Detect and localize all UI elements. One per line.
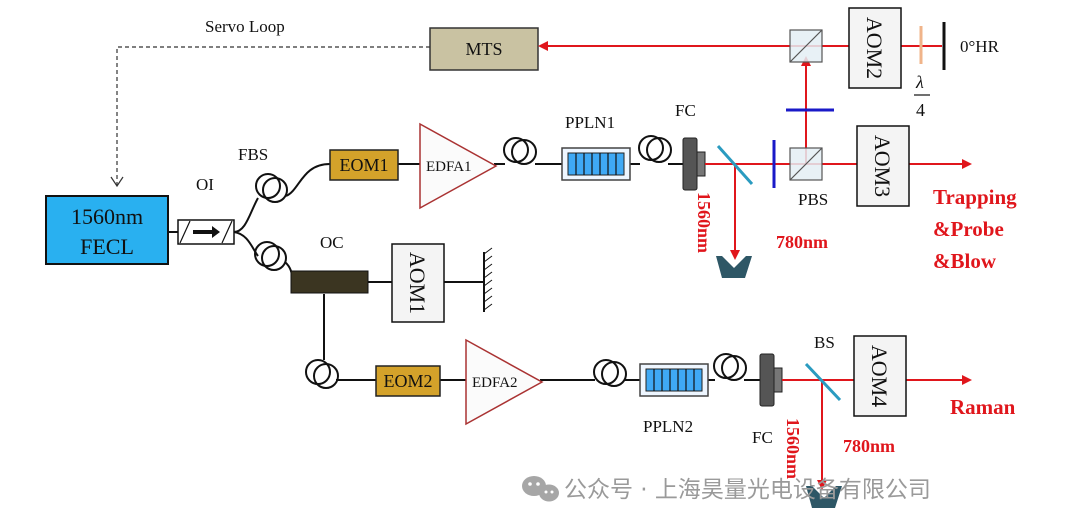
eom1-label: EOM1: [340, 155, 389, 175]
mts-label: MTS: [465, 39, 502, 59]
ppln1-label: PPLN1: [565, 113, 615, 132]
output-bottom-label: Raman: [950, 395, 1016, 419]
dichroic-mirror-bottom: [804, 362, 842, 402]
upper-pbs-cube: [789, 29, 823, 63]
edfa2-amplifier: EDFA2: [465, 338, 544, 426]
pbs-label: PBS: [798, 190, 828, 209]
wl-1560-bottom: 1560nm: [783, 418, 803, 479]
dichroic-mirror-top: [716, 144, 754, 186]
output-top-label-1: Trapping: [933, 185, 1017, 209]
watermark-text: 公众号 · 上海昊量光电设备有限公司: [564, 477, 931, 503]
wl-780-bottom: 780nm: [843, 436, 895, 456]
fc-top-label: FC: [675, 101, 696, 120]
ppln1-crystal: PPLN1: [561, 113, 631, 181]
ppln2-crystal: PPLN2: [639, 363, 709, 436]
optical-isolator: OI: [168, 175, 235, 245]
output-top-label-3: &Blow: [933, 249, 997, 273]
pbs-cube: PBS: [789, 147, 828, 209]
retro-mirror: [483, 247, 493, 312]
wechat-icon: [522, 476, 559, 502]
beam-dump-top-icon: [716, 256, 752, 278]
servo-loop: Servo Loop: [110, 17, 430, 188]
output-top-label-2: &Probe: [933, 217, 1004, 241]
hr-label: 0°HR: [960, 37, 1000, 56]
lambda-quarter-label: λ 4: [914, 72, 930, 120]
aom3-box: AOM3: [856, 125, 910, 207]
laser-source-box: 1560nm FECL: [45, 195, 169, 265]
watermark: 公众号 · 上海昊量光电设备有限公司: [522, 476, 931, 503]
optical-coupler: OC: [290, 233, 369, 294]
fbs-label: FBS: [238, 145, 268, 164]
eom2-box: EOM2: [375, 365, 441, 397]
laser-label-1: 1560nm: [71, 204, 143, 229]
aom4-label: AOM4: [867, 345, 892, 407]
fiber-coil-icon: [254, 135, 747, 389]
bs-label: BS: [814, 333, 835, 352]
aom2-box: AOM2: [848, 7, 902, 89]
aom1-label: AOM1: [405, 252, 430, 314]
edfa2-label: EDFA2: [472, 375, 518, 391]
servo-loop-label: Servo Loop: [205, 17, 285, 36]
lambda-numerator: λ: [915, 72, 924, 92]
isolator-arrow-icon: [193, 226, 220, 238]
lambda-denominator: 4: [916, 100, 925, 120]
ppln2-label: PPLN2: [643, 417, 693, 436]
aom4-box: AOM4: [853, 335, 907, 417]
oc-label: OC: [320, 233, 344, 252]
wl-780-top: 780nm: [776, 232, 828, 252]
aom2-label: AOM2: [862, 17, 887, 79]
edfa1-label: EDFA1: [426, 159, 472, 175]
fc-top-collimator: FC: [675, 101, 706, 191]
oi-label: OI: [196, 175, 214, 194]
eom1-box: EOM1: [329, 149, 399, 181]
fc-bottom-label: FC: [752, 428, 773, 447]
mts-box: MTS: [429, 27, 539, 71]
wl-1560-top: 1560nm: [694, 192, 714, 253]
beam-dump-bottom-icon: [806, 486, 842, 508]
edfa1-amplifier: EDFA1: [419, 122, 498, 210]
fc-bottom-collimator: FC: [752, 353, 783, 447]
fiber-paths: [233, 163, 760, 381]
aom1-box: AOM1: [391, 243, 445, 323]
eom2-label: EOM2: [384, 371, 433, 391]
laser-label-2: FECL: [80, 234, 134, 259]
aom3-label: AOM3: [870, 135, 895, 197]
